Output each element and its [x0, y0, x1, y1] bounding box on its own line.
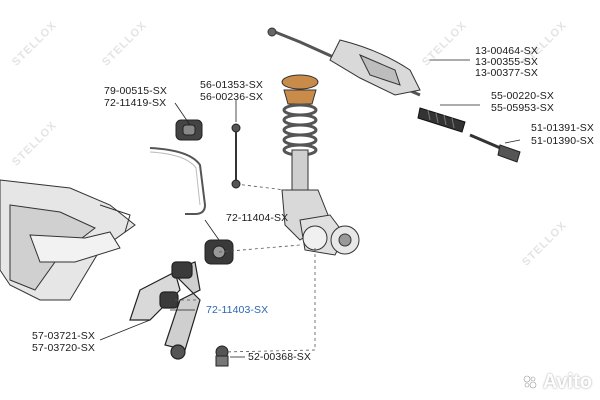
front-bushing-label: 72-11403-SX [206, 304, 269, 316]
brand-badge: Avito [542, 371, 592, 393]
tie-rod-label-3: 13-00377-SX [475, 67, 538, 79]
stab-link-label-2: 56-00236-SX [200, 91, 263, 103]
stab-link-label-1: 56-01353-SX [200, 79, 263, 91]
steering-rack [267, 27, 421, 97]
steering-boot [417, 107, 466, 133]
control-arm-label-1: 57-03721-SX [32, 330, 95, 342]
tie-rod-label-1: 13-00464-SX [475, 45, 538, 57]
control-arm-label-2: 57-03720-SX [32, 342, 95, 354]
tie-rod-end [469, 133, 521, 163]
stab-bush-label-2: 72-11419-SX [104, 97, 167, 109]
stabilizer-link [231, 123, 241, 189]
leader-lines [99, 59, 521, 358]
guide-lines [175, 183, 316, 353]
tie-rod-end-label-2: 51-01390-SX [531, 135, 594, 147]
ball-joint-label: 52-00368-SX [248, 351, 311, 363]
stabilizer-bar [149, 147, 207, 215]
boot-label-2: 55-05953-SX [491, 102, 554, 114]
subframe [0, 179, 136, 301]
stabilizer-bushing [175, 119, 203, 141]
rear-bushing [204, 239, 234, 265]
wheel-hub [299, 214, 360, 256]
ball-joint [215, 345, 229, 367]
avito-logo-icon [523, 375, 537, 389]
tie-rod-label-2: 13-00355-SX [475, 56, 538, 68]
tie-rod-end-label-1: 51-01391-SX [531, 122, 594, 134]
control-arm [129, 261, 201, 360]
rear-bushing-label: 72-11404-SX [226, 212, 289, 224]
strut-assembly [281, 74, 331, 241]
stab-bush-label-1: 79-00515-SX [104, 85, 167, 97]
boot-label-1: 55-00220-SX [491, 90, 554, 102]
